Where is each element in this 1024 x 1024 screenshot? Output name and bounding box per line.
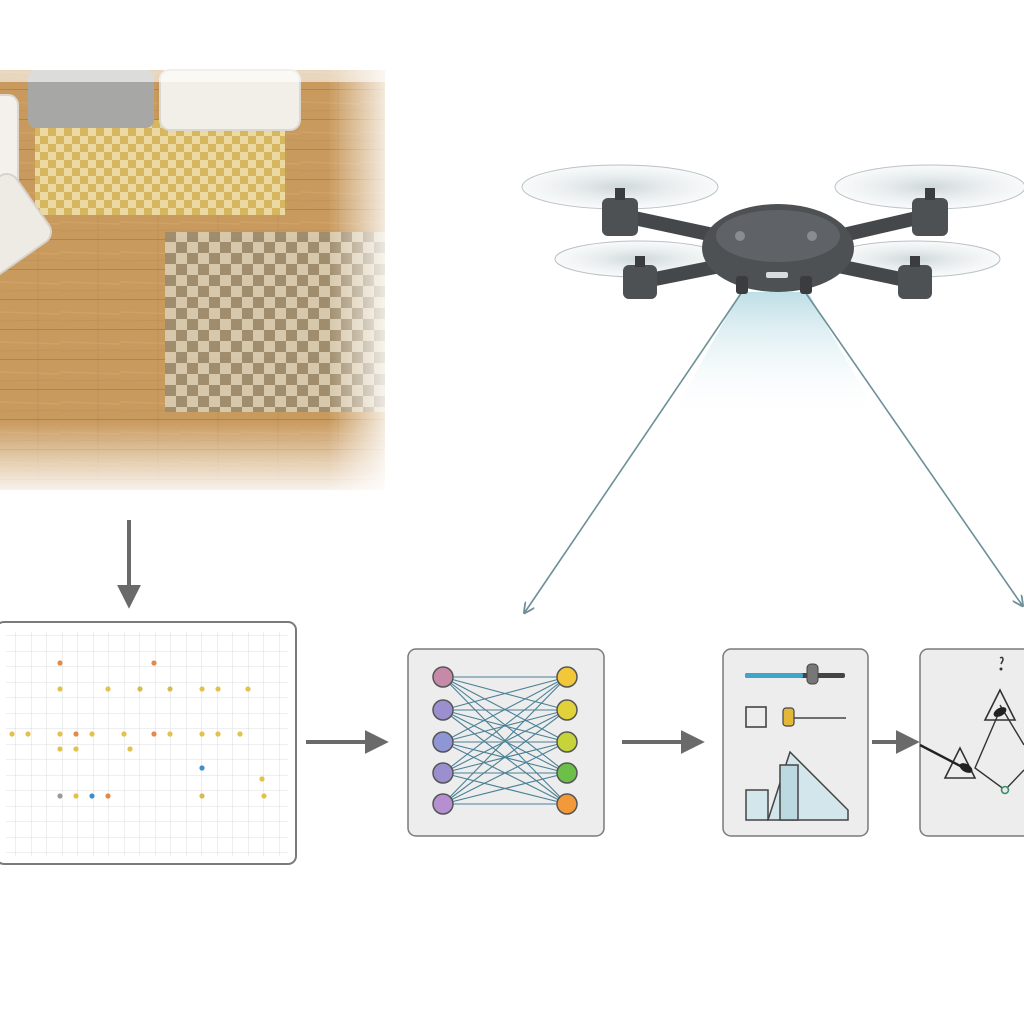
slider-thumb: [806, 663, 819, 685]
grid-point: [121, 731, 127, 737]
input-node: [432, 762, 454, 784]
room-floorplan: [0, 60, 400, 500]
grid-point: [237, 731, 243, 737]
camera-beam: [670, 292, 880, 420]
grid-points: [9, 660, 267, 799]
grid-point: [89, 793, 95, 799]
input-node: [432, 666, 454, 688]
grid-point: [73, 731, 79, 737]
grid-point: [199, 765, 205, 771]
planned-path: [974, 709, 1024, 791]
path-planner: [919, 648, 1024, 837]
output-node: [556, 666, 578, 688]
grid-point: [245, 686, 251, 692]
grid-map: [0, 621, 297, 865]
grid-point: [57, 793, 63, 799]
grid-point: [259, 776, 265, 782]
output-node: [556, 731, 578, 753]
grid-point: [73, 793, 79, 799]
beam-right: [804, 291, 1022, 605]
grid-point: [261, 793, 267, 799]
control-panel: [722, 648, 869, 837]
grid-point: [89, 731, 95, 737]
grid-point: [127, 746, 133, 752]
grid-point: [199, 731, 205, 737]
slider-fill: [745, 673, 803, 678]
triangle-top: [983, 688, 1017, 721]
grid-point: [137, 686, 143, 692]
grid-point: [9, 731, 15, 737]
grid-point: [25, 731, 31, 737]
output-node: [556, 793, 578, 815]
grid-point: [57, 731, 63, 737]
grid-point: [151, 660, 157, 666]
camera-left: [736, 276, 748, 294]
toggle-knob: [782, 707, 795, 727]
drone: [521, 164, 1024, 612]
waypoint: [1000, 785, 1010, 795]
grid-point: [57, 746, 63, 752]
grid-point: [57, 660, 63, 666]
output-node: [556, 699, 578, 721]
grid-point: [167, 731, 173, 737]
grid-point: [105, 793, 111, 799]
grid-point: [199, 686, 205, 692]
input-node: [432, 731, 454, 753]
grid-point: [151, 731, 157, 737]
neural-network: [407, 648, 605, 837]
grid-point: [105, 686, 111, 692]
camera-right: [800, 276, 812, 294]
grid-point: [199, 793, 205, 799]
grid-point: [57, 686, 63, 692]
grid-point: [215, 686, 221, 692]
grid-point: [215, 731, 221, 737]
input-node: [432, 699, 454, 721]
grid-point: [73, 746, 79, 752]
input-node: [432, 793, 454, 815]
beam-left: [525, 291, 743, 612]
checkbox-square: [745, 706, 767, 728]
grid-point: [167, 686, 173, 692]
output-node: [556, 762, 578, 784]
